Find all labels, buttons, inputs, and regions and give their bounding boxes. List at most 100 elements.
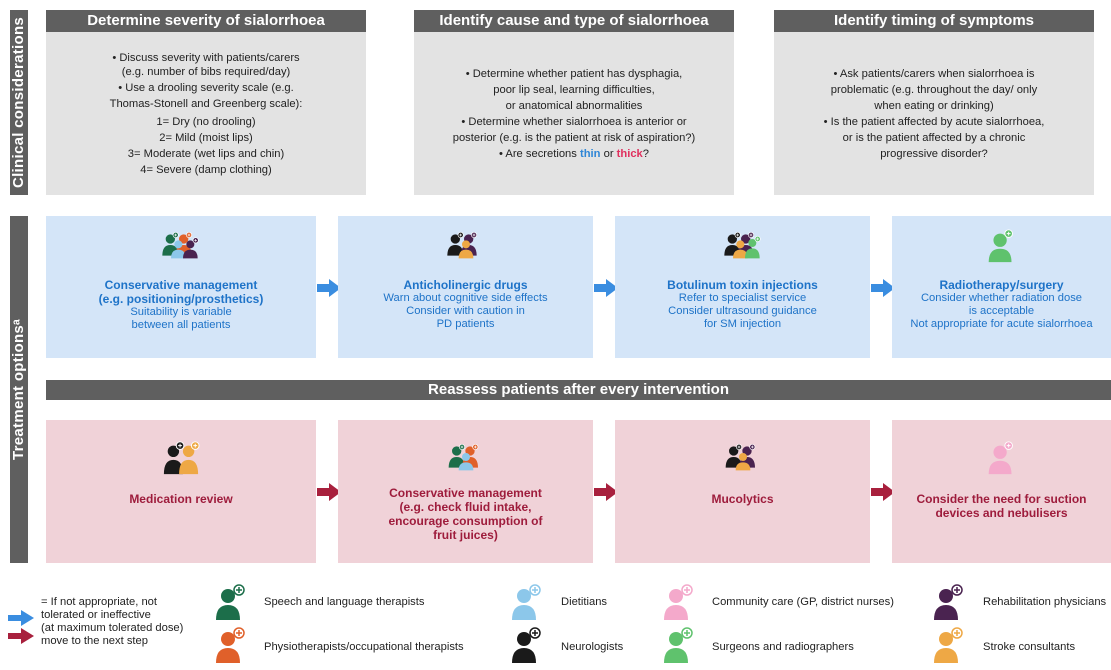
step-box-conservative: Conservative management (e.g. check flui… (338, 420, 593, 563)
step-title-line: Medication review (129, 492, 233, 506)
treatment-text: Consider whether radiation dose is accep… (910, 292, 1092, 331)
neurologist-icon (508, 627, 544, 670)
legend-arrow-line: tolerated or ineffective (41, 609, 151, 621)
red-arrow (594, 483, 618, 506)
or-label: or (600, 147, 617, 160)
treatment-box-conservative: Conservative management (e.g. positionin… (46, 216, 316, 358)
speech-therapist-icon (212, 584, 248, 627)
scale-item: 3= Moderate (wet lips and chin) (127, 147, 285, 160)
clinical-considerations-sidebar: Clinical considerations (10, 10, 28, 195)
treatment-text-line: Consider whether radiation dose (920, 292, 1083, 304)
treatment-text: Warn about cognitive side effects Consid… (383, 292, 547, 331)
professional-icons (446, 438, 486, 476)
red-arrow (871, 483, 895, 506)
professional-icons (982, 226, 1022, 264)
step-box-mucolytics: Mucolytics (615, 420, 870, 563)
clinical-box-title: Determine severity of sialorrhoea (46, 10, 366, 32)
physiotherapist-icon (212, 627, 248, 670)
legend-label: Community care (GP, district nurses) (712, 596, 894, 608)
legend-arrow-icon (8, 610, 34, 644)
clinical-text-line: problematic (e.g. throughout the day/ on… (830, 83, 1038, 96)
blue-arrow (594, 279, 618, 302)
treatment-text-line: Consider with caution in (406, 305, 525, 317)
team-icon (162, 232, 199, 259)
scale-item: 4= Severe (damp clothing) (140, 163, 272, 176)
professional-icons (161, 438, 201, 476)
clinical-box-timing: Identify timing of symptoms • Ask patien… (774, 10, 1094, 195)
treatment-text-line: Not appropriate for acute sialorrhoea (910, 318, 1093, 330)
blue-arrow (317, 279, 341, 302)
team-icon (723, 232, 761, 259)
legend-label: Rehabilitation physicians (983, 596, 1107, 608)
treatment-title: Conservative management (e.g. positionin… (99, 278, 264, 306)
dietitian-icon (508, 584, 544, 627)
legend-label: Physiotherapists/occupational therapists (264, 641, 464, 653)
question-mark: ? (642, 147, 650, 160)
treatment-options-sidebar: Treatment optionsᵃ (10, 216, 28, 563)
clinical-box-cause: Identify cause and type of sialorrhoea •… (414, 10, 734, 195)
step-title-line: fruit juices) (433, 528, 498, 542)
treatment-title-line: Conservative management (104, 278, 258, 292)
clinical-text-line: • Use a drooling severity scale (e.g. (118, 81, 294, 94)
clinical-box-title: Identify cause and type of sialorrhoea (414, 10, 734, 32)
step-title-line: Consider the need for suction (916, 492, 1087, 506)
scale-item: 1= Dry (no drooling) (156, 115, 256, 128)
thick-label: thick (616, 147, 643, 160)
step-title-line: Conservative management (389, 486, 542, 500)
legend-label: Dietitians (561, 596, 608, 608)
reassess-banner: Reassess patients after every interventi… (46, 380, 1111, 400)
legend-label: Stroke consultants (983, 641, 1076, 653)
clinical-text-line: • Discuss severity with patients/carers (112, 51, 300, 64)
team-icon (446, 232, 477, 259)
clinical-text-line: when eating or drinking) (874, 99, 994, 112)
legend-arrow-line: (at maximum tolerated dose) (41, 622, 184, 634)
step-title-line: Mucolytics (711, 492, 774, 506)
step-box-medication-review: Medication review (46, 420, 316, 563)
legend-arrow-text: = If not appropriate, not tolerated or i… (41, 596, 211, 648)
treatment-text-line: Consider ultrasound guidance (668, 305, 817, 317)
secretions-prefix: • Are secretions (498, 147, 580, 160)
legend-label: Surgeons and radiographers (712, 641, 854, 653)
professional-icons (446, 226, 486, 264)
treatment-text-line: Suitability is variable (130, 306, 232, 318)
team-icon (448, 444, 478, 471)
professional-icons (723, 226, 763, 264)
clinical-text-line: • Ask patients/carers when sialorrhoea i… (833, 67, 1035, 80)
step-title-line: devices and nebulisers (935, 506, 1068, 520)
legend-arrows (8, 610, 34, 649)
treatment-text-line: Refer to specialist service (678, 292, 807, 304)
clinical-text-line: • Determine whether sialorrhoea is anter… (461, 115, 687, 128)
clinical-text-line: or is the patient affected by a chronic (842, 131, 1026, 144)
stroke-consultant-icon (930, 627, 966, 670)
treatment-text: Suitability is variable between all pati… (130, 306, 231, 332)
step-title-line: (e.g. check fluid intake, (399, 500, 532, 514)
step-title-line: encourage consumption of (388, 514, 543, 528)
clinical-text-line: progressive disorder? (880, 147, 988, 160)
professional-icons (723, 438, 763, 476)
team-icon (725, 444, 755, 471)
treatment-title: Botulinum toxin injections (667, 278, 818, 292)
treatment-title-line: Anticholinergic drugs (403, 278, 528, 292)
treatment-text: Refer to specialist service Consider ult… (668, 292, 817, 331)
clinical-text-line: or anatomical abnormalities (505, 99, 643, 112)
step-title: Consider the need for suction devices an… (916, 492, 1086, 520)
step-box-suction: Consider the need for suction devices an… (892, 420, 1111, 563)
red-arrow (317, 483, 341, 506)
clinical-text-line: posterior (e.g. is the patient at risk o… (452, 131, 696, 144)
scale-item: 2= Mild (moist lips) (159, 131, 253, 144)
treatment-text-line: between all patients (131, 319, 231, 331)
step-title: Conservative management (e.g. check flui… (388, 486, 542, 542)
community-care-icon (988, 441, 1013, 475)
surgeon-icon (988, 229, 1013, 263)
community-care-icon (660, 584, 696, 627)
team-icon (163, 441, 200, 475)
treatment-box-anticholinergic: Anticholinergic drugs Warn about cogniti… (338, 216, 593, 358)
treatment-text-line: for SM injection (703, 318, 782, 330)
thin-label: thin (579, 147, 601, 160)
treatment-title-line: Radiotherapy/surgery (939, 278, 1064, 292)
legend-arrow-line: = If not appropriate, not (41, 596, 157, 608)
treatment-box-radiotherapy: Radiotherapy/surgery Consider whether ra… (892, 216, 1111, 358)
treatment-text-line: Warn about cognitive side effects (383, 292, 548, 304)
rehab-physician-icon (930, 584, 966, 627)
clinical-box-title: Identify timing of symptoms (774, 10, 1094, 32)
